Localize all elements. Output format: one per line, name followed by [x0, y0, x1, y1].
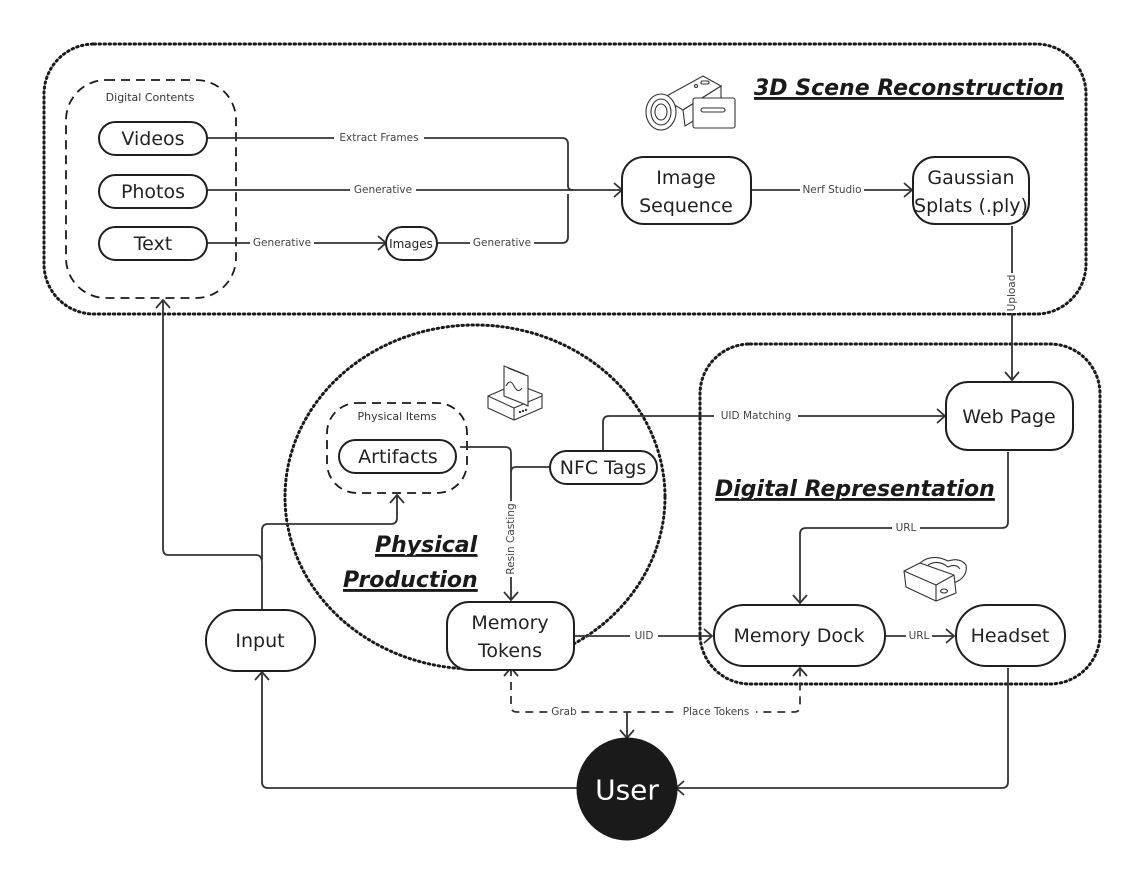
svg-text:URL: URL — [909, 630, 930, 642]
edge-label-images-generative: Generative — [470, 236, 534, 250]
svg-text:Web Page: Web Page — [962, 406, 1055, 428]
node-user[interactable]: User — [576, 737, 678, 841]
node-image-sequence[interactable]: Image Sequence — [621, 156, 752, 225]
svg-text:Grab: Grab — [551, 706, 577, 718]
edge-label-resin-casting: Resin Casting — [504, 501, 518, 577]
svg-text:Generative: Generative — [253, 237, 311, 249]
edge-label-uid: UID — [630, 629, 658, 643]
edge-label-nerf-studio: Nerf Studio — [800, 183, 864, 197]
edge-nfc-to-memory-tokens — [510, 466, 549, 473]
camcorder-icon — [645, 75, 736, 131]
svg-text:Gaussian: Gaussian — [927, 167, 1014, 189]
edge-user-to-input — [261, 672, 578, 789]
node-memory-dock[interactable]: Memory Dock — [713, 604, 886, 667]
edge-label-uid-matching: UID Matching — [714, 409, 798, 423]
node-nfc-tags[interactable]: NFC Tags — [549, 450, 658, 485]
svg-text:Artifacts: Artifacts — [358, 446, 438, 468]
svg-text:UID Matching: UID Matching — [721, 410, 791, 422]
svg-text:Videos: Videos — [121, 128, 184, 150]
group-digital-representation — [698, 342, 1102, 686]
edge-label-grab: Grab — [548, 705, 580, 719]
svg-text:User: User — [595, 774, 659, 807]
node-videos[interactable]: Videos — [98, 121, 208, 156]
group-physical-items — [326, 402, 468, 494]
node-headset[interactable]: Headset — [955, 604, 1066, 667]
svg-text:Photos: Photos — [121, 181, 185, 203]
section-title-physical-line2: Production — [343, 568, 478, 593]
nfc-dock-icon — [487, 365, 543, 421]
section-title-physical-line1: Physical — [375, 533, 478, 558]
node-text[interactable]: Text — [98, 226, 208, 261]
svg-text:Image: Image — [656, 167, 716, 189]
node-gaussian-splats[interactable]: Gaussian Splats (.ply) — [912, 156, 1030, 225]
node-memory-tokens[interactable]: Memory Tokens — [446, 601, 575, 671]
edge-headset-to-user — [676, 668, 1009, 789]
svg-text:NFC Tags: NFC Tags — [560, 457, 647, 479]
digital-contents-label: Digital Contents — [106, 91, 195, 104]
edge-images-to-image-sequence — [437, 194, 569, 244]
edge-label-text-generative: Generative — [250, 236, 314, 250]
svg-text:Splats (.ply): Splats (.ply) — [914, 195, 1028, 217]
svg-text:Memory: Memory — [471, 612, 548, 634]
node-artifacts[interactable]: Artifacts — [338, 439, 457, 474]
svg-text:URL: URL — [896, 522, 917, 534]
edge-artifacts-to-memory-tokens — [460, 446, 512, 600]
edge-label-upload: Upload — [1005, 273, 1019, 313]
svg-text:Generative: Generative — [354, 184, 412, 196]
node-images[interactable]: Images — [385, 226, 438, 261]
svg-text:Images: Images — [389, 237, 433, 251]
edge-label-url-dock-to-headset: URL — [906, 629, 932, 643]
svg-text:Nerf Studio: Nerf Studio — [802, 184, 861, 196]
edge-nfc-to-web-page — [602, 415, 945, 451]
group-digital-contents — [65, 79, 237, 299]
edge-label-extract-frames: Extract Frames — [334, 131, 424, 145]
svg-text:Text: Text — [133, 233, 172, 255]
svg-text:Input: Input — [235, 630, 284, 652]
group-3d-scene-reconstruction — [42, 42, 1088, 316]
node-web-page[interactable]: Web Page — [945, 381, 1074, 451]
svg-text:UID: UID — [635, 630, 654, 642]
edge-input-to-physical-items — [261, 495, 398, 560]
edge-user-interaction-dashed — [510, 668, 801, 713]
edge-label-place-tokens: Place Tokens — [676, 705, 756, 719]
edge-videos-to-image-sequence — [207, 137, 622, 191]
svg-text:Sequence: Sequence — [639, 195, 733, 217]
svg-text:Resin Casting: Resin Casting — [505, 503, 517, 574]
svg-text:Headset: Headset — [971, 625, 1050, 647]
section-title-digital-representation: Digital Representation — [715, 477, 995, 502]
edge-label-photos-generative: Generative — [350, 183, 416, 197]
edge-label-url-web-to-dock: URL — [892, 521, 920, 535]
svg-text:Extract Frames: Extract Frames — [339, 132, 418, 144]
edge-input-to-digital-contents — [162, 300, 263, 610]
physical-items-label: Physical Items — [357, 410, 436, 423]
vr-headset-icon — [903, 556, 967, 602]
svg-text:Place Tokens: Place Tokens — [683, 706, 750, 718]
node-photos[interactable]: Photos — [98, 174, 208, 209]
svg-text:Upload: Upload — [1006, 275, 1018, 312]
svg-text:Generative: Generative — [473, 237, 531, 249]
svg-text:Tokens: Tokens — [477, 640, 542, 662]
section-title-3d-scene: 3D Scene Reconstruction — [754, 76, 1064, 101]
svg-text:Memory Dock: Memory Dock — [733, 625, 864, 647]
node-input[interactable]: Input — [205, 609, 316, 672]
